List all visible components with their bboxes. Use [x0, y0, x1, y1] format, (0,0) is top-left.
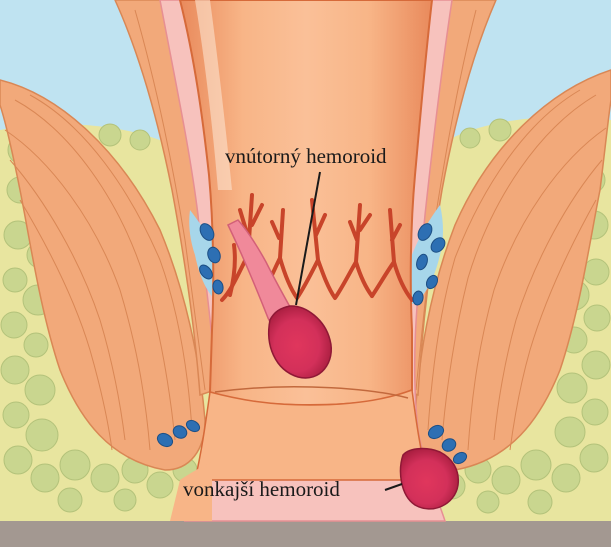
internal-hemorrhoid-label: vnútorný hemoroid — [225, 144, 387, 168]
external-hemorrhoid-label: vonkajší hemoroid — [183, 477, 340, 501]
bottom-band — [0, 521, 611, 547]
